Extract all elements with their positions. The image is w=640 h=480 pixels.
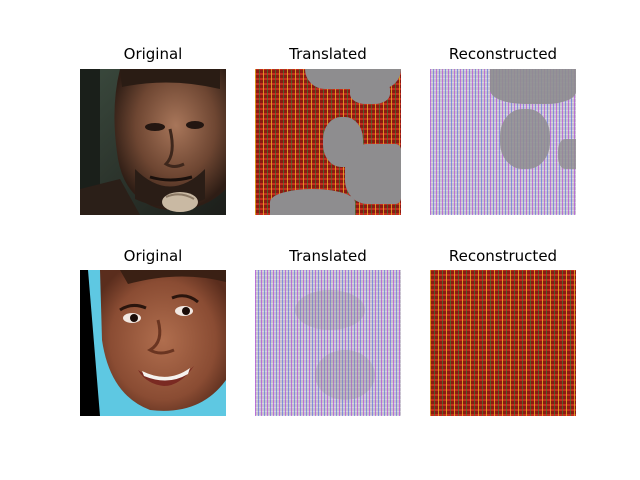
gray-patch (345, 144, 401, 204)
translated-image-1 (255, 69, 401, 215)
reconstructed-image-2 (430, 270, 576, 416)
panel-title-translated-2: Translated (289, 247, 367, 265)
panel-title-translated-1: Translated (289, 45, 367, 63)
gray-patch (490, 69, 576, 104)
man-face-photo (80, 69, 226, 215)
gray-patch (558, 139, 576, 169)
gray-patch (500, 109, 550, 169)
gray-patch (295, 290, 365, 330)
original-image-woman (80, 270, 226, 416)
smiling-woman-face-photo (80, 270, 226, 416)
gray-patch (315, 350, 375, 400)
original-image-man (80, 69, 226, 215)
gray-patch (350, 79, 390, 104)
panel-title-original-1: Original (123, 45, 183, 63)
panel-title-original-2: Original (123, 247, 183, 265)
gray-patch (270, 189, 355, 215)
panel-title-reconstructed-2: Reconstructed (448, 247, 558, 265)
reconstructed-image-1 (430, 69, 576, 215)
translated-image-2 (255, 270, 401, 416)
panel-title-reconstructed-1: Reconstructed (448, 45, 558, 63)
